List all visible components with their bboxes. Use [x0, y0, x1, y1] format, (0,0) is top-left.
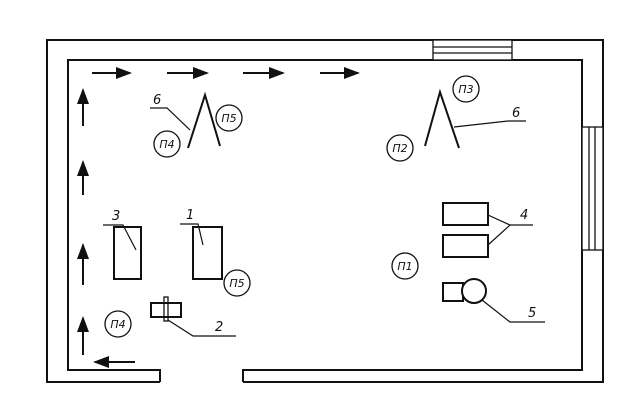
marker-p1: П1 — [397, 260, 412, 273]
position-circles — [104, 75, 480, 338]
equipment-6-right — [424, 88, 526, 149]
equipment-2 — [150, 296, 236, 337]
label-5: 5 — [528, 306, 536, 321]
equipment-3 — [113, 226, 142, 280]
outer-wall — [46, 39, 604, 383]
equipment-5 — [442, 278, 545, 323]
equipment-4 — [442, 202, 533, 258]
equipment-6-left — [150, 91, 221, 149]
marker-p5-bottom: П5 — [229, 277, 244, 290]
label-6-left: 6 — [153, 93, 161, 108]
label-3: 3 — [112, 209, 120, 224]
equipment-1 — [192, 226, 223, 280]
marker-p3: П3 — [458, 83, 473, 96]
marker-p5-top: П5 — [221, 112, 236, 125]
marker-p4-bottom: П4 — [110, 318, 125, 331]
right-window — [581, 126, 604, 251]
marker-p4-top: П4 — [159, 138, 174, 151]
top-window — [432, 39, 513, 61]
label-4: 4 — [520, 208, 528, 223]
marker-p2: П2 — [392, 142, 407, 155]
inner-wall — [67, 59, 583, 382]
label-2: 2 — [215, 320, 223, 335]
label-6-right: 6 — [512, 106, 520, 121]
route-arrows — [77, 67, 360, 368]
label-1: 1 — [186, 208, 194, 223]
